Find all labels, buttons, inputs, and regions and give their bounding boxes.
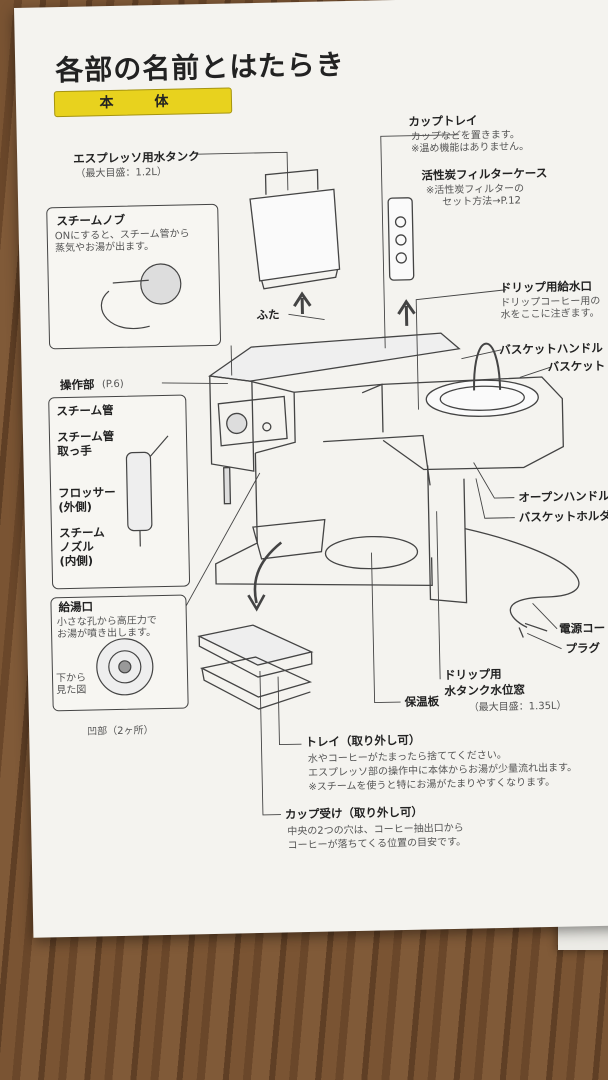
steam-pipe-callout <box>48 394 191 590</box>
steam-pipe-handle-label-1: スチーム管 <box>56 428 115 445</box>
steam-pipe-handle-label-2: 取っ手 <box>57 443 92 459</box>
power-cord-label: 電源コード <box>558 620 608 636</box>
lid-label: ふた <box>256 307 280 322</box>
cup-tray-label: カップトレイ <box>408 113 478 129</box>
basket-handle-label: バスケットハンドル <box>499 340 603 357</box>
filter-case-drawing <box>387 197 415 281</box>
nozzle-label-3: (内側) <box>59 553 94 569</box>
control-ref: (P.6) <box>101 378 124 391</box>
machine-body-drawing <box>207 332 580 638</box>
basket-label: バスケット <box>547 358 606 374</box>
manual-page: 各部の名前とはたらき 本 体 <box>14 0 608 938</box>
view-from-below-label-1: 下から <box>55 672 87 685</box>
steam-knob-icon <box>100 263 182 330</box>
water-outlet-label: 給湯口 <box>58 599 94 615</box>
warmer-label: 保温板 <box>404 694 440 709</box>
tray-label: トレイ（取り外し可） <box>305 732 421 750</box>
arrow-up-icon-2 <box>397 299 416 326</box>
water-outlet-icon <box>96 638 154 696</box>
recess-label: 凹部（2ヶ所） <box>87 725 154 738</box>
arrow-up-icon <box>293 291 312 315</box>
steam-knob-callout <box>46 203 222 350</box>
steam-pipe-icon <box>125 435 169 547</box>
drip-inlet-label: ドリップ用給水口 <box>499 278 593 295</box>
machine-illustration <box>161 134 580 816</box>
nozzle-label-1: スチーム <box>58 525 105 541</box>
curved-arrow-icon <box>253 541 283 604</box>
steam-pipe-label: スチーム管 <box>56 403 114 419</box>
steam-knob-desc-2: 蒸気やお湯が出ます。 <box>54 241 155 255</box>
cup-tray-desc-2: ※温め機能はありません。 <box>410 141 530 155</box>
water-outlet-desc-2: お湯が噴き出します。 <box>57 627 157 641</box>
carbon-filter-desc-2: セット方法→P.12 <box>442 195 522 209</box>
frother-label-2: (外側) <box>58 499 93 515</box>
steam-knob-label: スチームノブ <box>56 212 126 229</box>
drip-window-label-2: 水タンク水位窓 <box>444 682 526 699</box>
nozzle-label-2: ノズル <box>59 539 94 555</box>
water-outlet-callout <box>50 594 189 712</box>
drip-window-label-1: ドリップ用 <box>443 666 502 683</box>
control-label: 操作部 <box>59 377 95 393</box>
plug-label: プラグ <box>565 640 601 656</box>
frother-label-1: フロッサー <box>58 484 116 501</box>
espresso-tank-label: エスプレッソ用水タンク <box>73 149 200 166</box>
espresso-tank-sub: （最大目盛：1.2L） <box>75 166 168 180</box>
drip-inlet-desc-2: 水をここに注ぎます。 <box>500 307 600 321</box>
carbon-filter-label: 活性炭フィルターケース <box>421 165 548 183</box>
basket-holder-label: バスケットホルダー <box>518 508 608 525</box>
drip-window-sub: （最大目盛：1.35L） <box>468 700 567 714</box>
open-handle-label: オープンハンドル <box>518 488 608 505</box>
water-tank-drawing <box>249 168 341 290</box>
leader-lines <box>161 134 562 816</box>
drip-tray-drawing <box>197 624 314 710</box>
view-from-below-label-2: 見た図 <box>56 684 87 697</box>
